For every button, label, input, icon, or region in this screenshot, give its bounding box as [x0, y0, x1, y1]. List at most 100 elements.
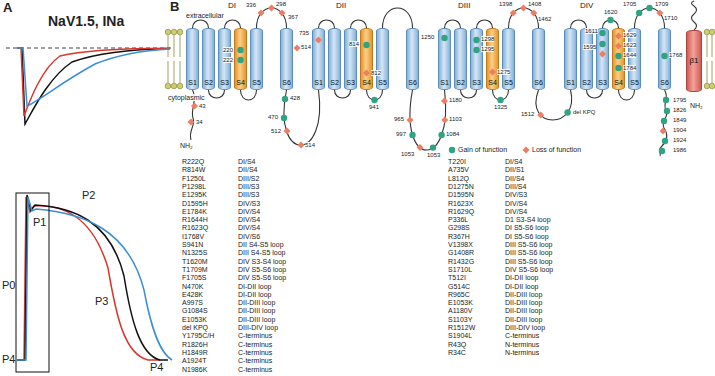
- loss-marker: [520, 5, 527, 12]
- residue-number: 1295: [481, 46, 494, 52]
- table-cell: DII-DIII loop: [238, 316, 275, 323]
- lipid-tail: [712, 61, 713, 83]
- loop-line: [241, 90, 257, 100]
- table-cell: R1623X: [448, 200, 473, 207]
- legend-text: Gain of function: [458, 146, 507, 153]
- table-cell: DIV/S3: [238, 200, 260, 207]
- membrane-segment: S2: [202, 28, 215, 90]
- table-cell: D1595H: [182, 200, 208, 207]
- loop-line: [383, 8, 413, 28]
- residue-number: 1611: [585, 28, 598, 34]
- table-cell: DI S5-S6 loop: [505, 224, 549, 231]
- table-cell: P336L: [448, 216, 468, 223]
- current-trace-black: [17, 48, 170, 124]
- residue-number: 1408: [528, 1, 541, 7]
- residue-number: 1298: [481, 36, 494, 42]
- residue-number: 1705: [623, 1, 636, 7]
- table-cell: R1629Q: [448, 208, 474, 215]
- table-cell: V1398X: [448, 241, 473, 248]
- loop-connector: [635, 8, 665, 28]
- residue-number: 1512: [521, 111, 534, 117]
- region-label: NH₂: [690, 102, 703, 109]
- loop-connector: [477, 20, 493, 28]
- table-cell: DII/S4: [505, 175, 524, 182]
- ap-trace-black: [17, 195, 168, 360]
- loop-line: [257, 8, 287, 28]
- segment-label: S2: [582, 79, 591, 86]
- table-cell: DIV S5-S6 loop: [505, 266, 553, 273]
- residue-number: 1180: [449, 97, 462, 103]
- segment-label: S5: [252, 79, 261, 86]
- loop-line: [193, 20, 209, 28]
- membrane-segment: S6: [280, 28, 293, 90]
- residue-number: 1849: [673, 117, 686, 123]
- segment-label: β1: [689, 57, 698, 65]
- table-cell: DII-DIII loop: [505, 299, 542, 306]
- table-cell: A735V: [448, 166, 469, 173]
- table-cell: A1180V: [448, 307, 472, 314]
- table-cell: C-terminus: [238, 341, 272, 348]
- table-cell: N470K: [182, 283, 203, 290]
- gain-marker: [409, 132, 415, 138]
- membrane-segment: S5: [502, 28, 515, 90]
- segment-label: S1: [314, 79, 323, 86]
- residue-number: 1053: [427, 152, 440, 158]
- phase-label: P1: [33, 217, 46, 229]
- table-cell: H1849R: [182, 349, 208, 356]
- table-cell: E428K: [182, 291, 203, 298]
- panel-letter: A: [3, 1, 12, 15]
- segment-label: S6: [534, 79, 543, 86]
- residue-number: 965: [394, 116, 404, 122]
- gain-marker: [438, 132, 444, 138]
- table-cell: G1408R: [448, 249, 474, 256]
- segment-label: S1: [188, 79, 197, 86]
- membrane-segment: S1: [186, 28, 199, 90]
- segment-label: S3: [472, 79, 481, 86]
- residue-number: 222: [223, 57, 233, 63]
- table-cell: N1325S: [182, 249, 207, 256]
- residue-number: 1462: [538, 16, 551, 22]
- phase-label: P0: [2, 280, 15, 292]
- lipid-head: [165, 29, 171, 35]
- table-cell: DI/S4: [505, 158, 523, 165]
- legend-swatch: [448, 146, 456, 154]
- loop-line: [351, 20, 367, 28]
- loop-connector: [619, 90, 635, 100]
- residue-number: 514: [305, 142, 315, 148]
- lipid-tail: [174, 61, 175, 83]
- table-cell: R34C: [448, 349, 466, 356]
- table-cell: R222Q: [182, 158, 204, 165]
- residue-number: 470: [268, 114, 278, 120]
- residue-number: del KPQ: [573, 109, 595, 115]
- lipid-tail: [174, 35, 175, 57]
- table-cell: DIII/S3: [238, 183, 259, 190]
- loss-marker: [530, 10, 537, 17]
- table-cell: DIII/S4: [505, 183, 526, 190]
- membrane-segment: S6: [532, 28, 545, 90]
- loop-connector: [509, 8, 539, 28]
- table-cell: DIII-DIV loop: [238, 324, 278, 331]
- residue-number: 1986: [673, 147, 686, 153]
- loss-marker: [268, 5, 275, 12]
- table-cell: DII-DIII loop: [505, 307, 542, 314]
- table-cell: DIII/S2: [238, 175, 259, 182]
- residue-number: 1620: [604, 9, 617, 15]
- membrane-segment: S4: [234, 28, 247, 90]
- loop-line: [319, 20, 335, 28]
- loss-marker: [441, 117, 448, 124]
- loss-marker: [537, 112, 544, 119]
- loss-marker: [656, 10, 663, 17]
- segment-label: S1: [566, 79, 575, 86]
- loop-connector: [209, 90, 225, 98]
- loop-connector: [367, 90, 383, 100]
- segment-label: S5: [630, 79, 639, 86]
- gain-marker: [663, 97, 669, 103]
- table-cell: L812Q: [448, 175, 469, 182]
- domain-label: DI: [228, 2, 236, 10]
- table-cell: T1620M: [182, 258, 208, 265]
- table-cell: DIV/S3: [505, 191, 527, 198]
- region-label: cytoplasmic: [168, 94, 205, 101]
- phase-label: P3: [95, 296, 108, 308]
- segment-label: S5: [504, 79, 513, 86]
